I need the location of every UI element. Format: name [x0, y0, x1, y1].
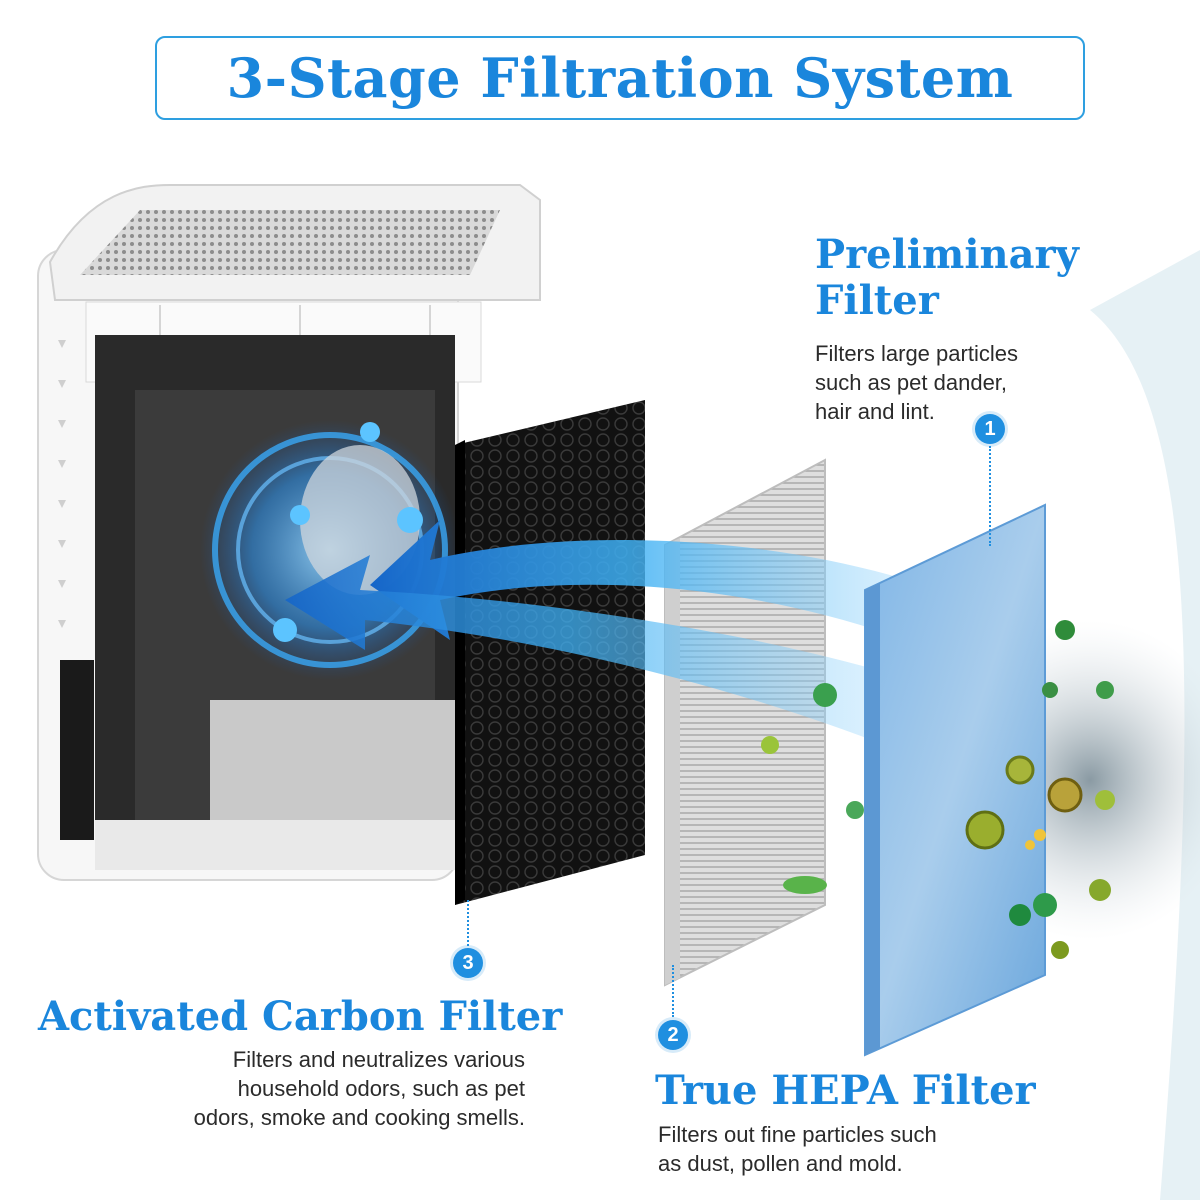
hepa-filter-heading: True HEPA Filter	[655, 1067, 1036, 1114]
carbon-filter-heading: Activated Carbon Filter	[38, 993, 563, 1040]
preliminary-heading-line2: Filter	[815, 277, 939, 324]
preliminary-desc-line: hair and lint.	[815, 399, 935, 424]
filter-number-badge-2: 2	[658, 1020, 688, 1050]
badge-connector-3	[467, 900, 469, 946]
background-swoosh	[1090, 250, 1200, 1200]
preliminary-heading-line1: Preliminary	[815, 231, 1079, 278]
carbon-desc-line: Filters and neutralizes various	[232, 1047, 525, 1072]
preliminary-filter-description: Filters large particles such as pet dand…	[815, 339, 1018, 426]
hepa-desc-line: as dust, pollen and mold.	[658, 1151, 903, 1176]
carbon-desc-line: odors, smoke and cooking smells.	[193, 1105, 525, 1130]
filter-number-badge-1: 1	[975, 414, 1005, 444]
hepa-filter-panel	[664, 458, 826, 987]
badge-connector-1	[989, 446, 991, 546]
preliminary-filter-heading: Preliminary Filter	[815, 232, 1079, 324]
preliminary-filter-panel	[864, 503, 1046, 1057]
badge-connector-2	[672, 965, 674, 1017]
carbon-filter-description: Filters and neutralizes various househol…	[130, 1045, 525, 1132]
green-particle-icons	[761, 620, 1115, 959]
filter-number-badge-3: 3	[453, 948, 483, 978]
carbon-desc-line: household odors, such as pet	[237, 1076, 525, 1101]
hepa-filter-description: Filters out fine particles such as dust,…	[658, 1120, 937, 1178]
title-banner: 3-Stage Filtration System	[155, 36, 1085, 120]
preliminary-desc-line: Filters large particles	[815, 341, 1018, 366]
blue-airflow-arrows	[285, 520, 1010, 790]
page-title: 3-Stage Filtration System	[226, 46, 1014, 110]
preliminary-desc-line: such as pet dander,	[815, 370, 1008, 395]
hepa-desc-line: Filters out fine particles such	[658, 1122, 937, 1147]
